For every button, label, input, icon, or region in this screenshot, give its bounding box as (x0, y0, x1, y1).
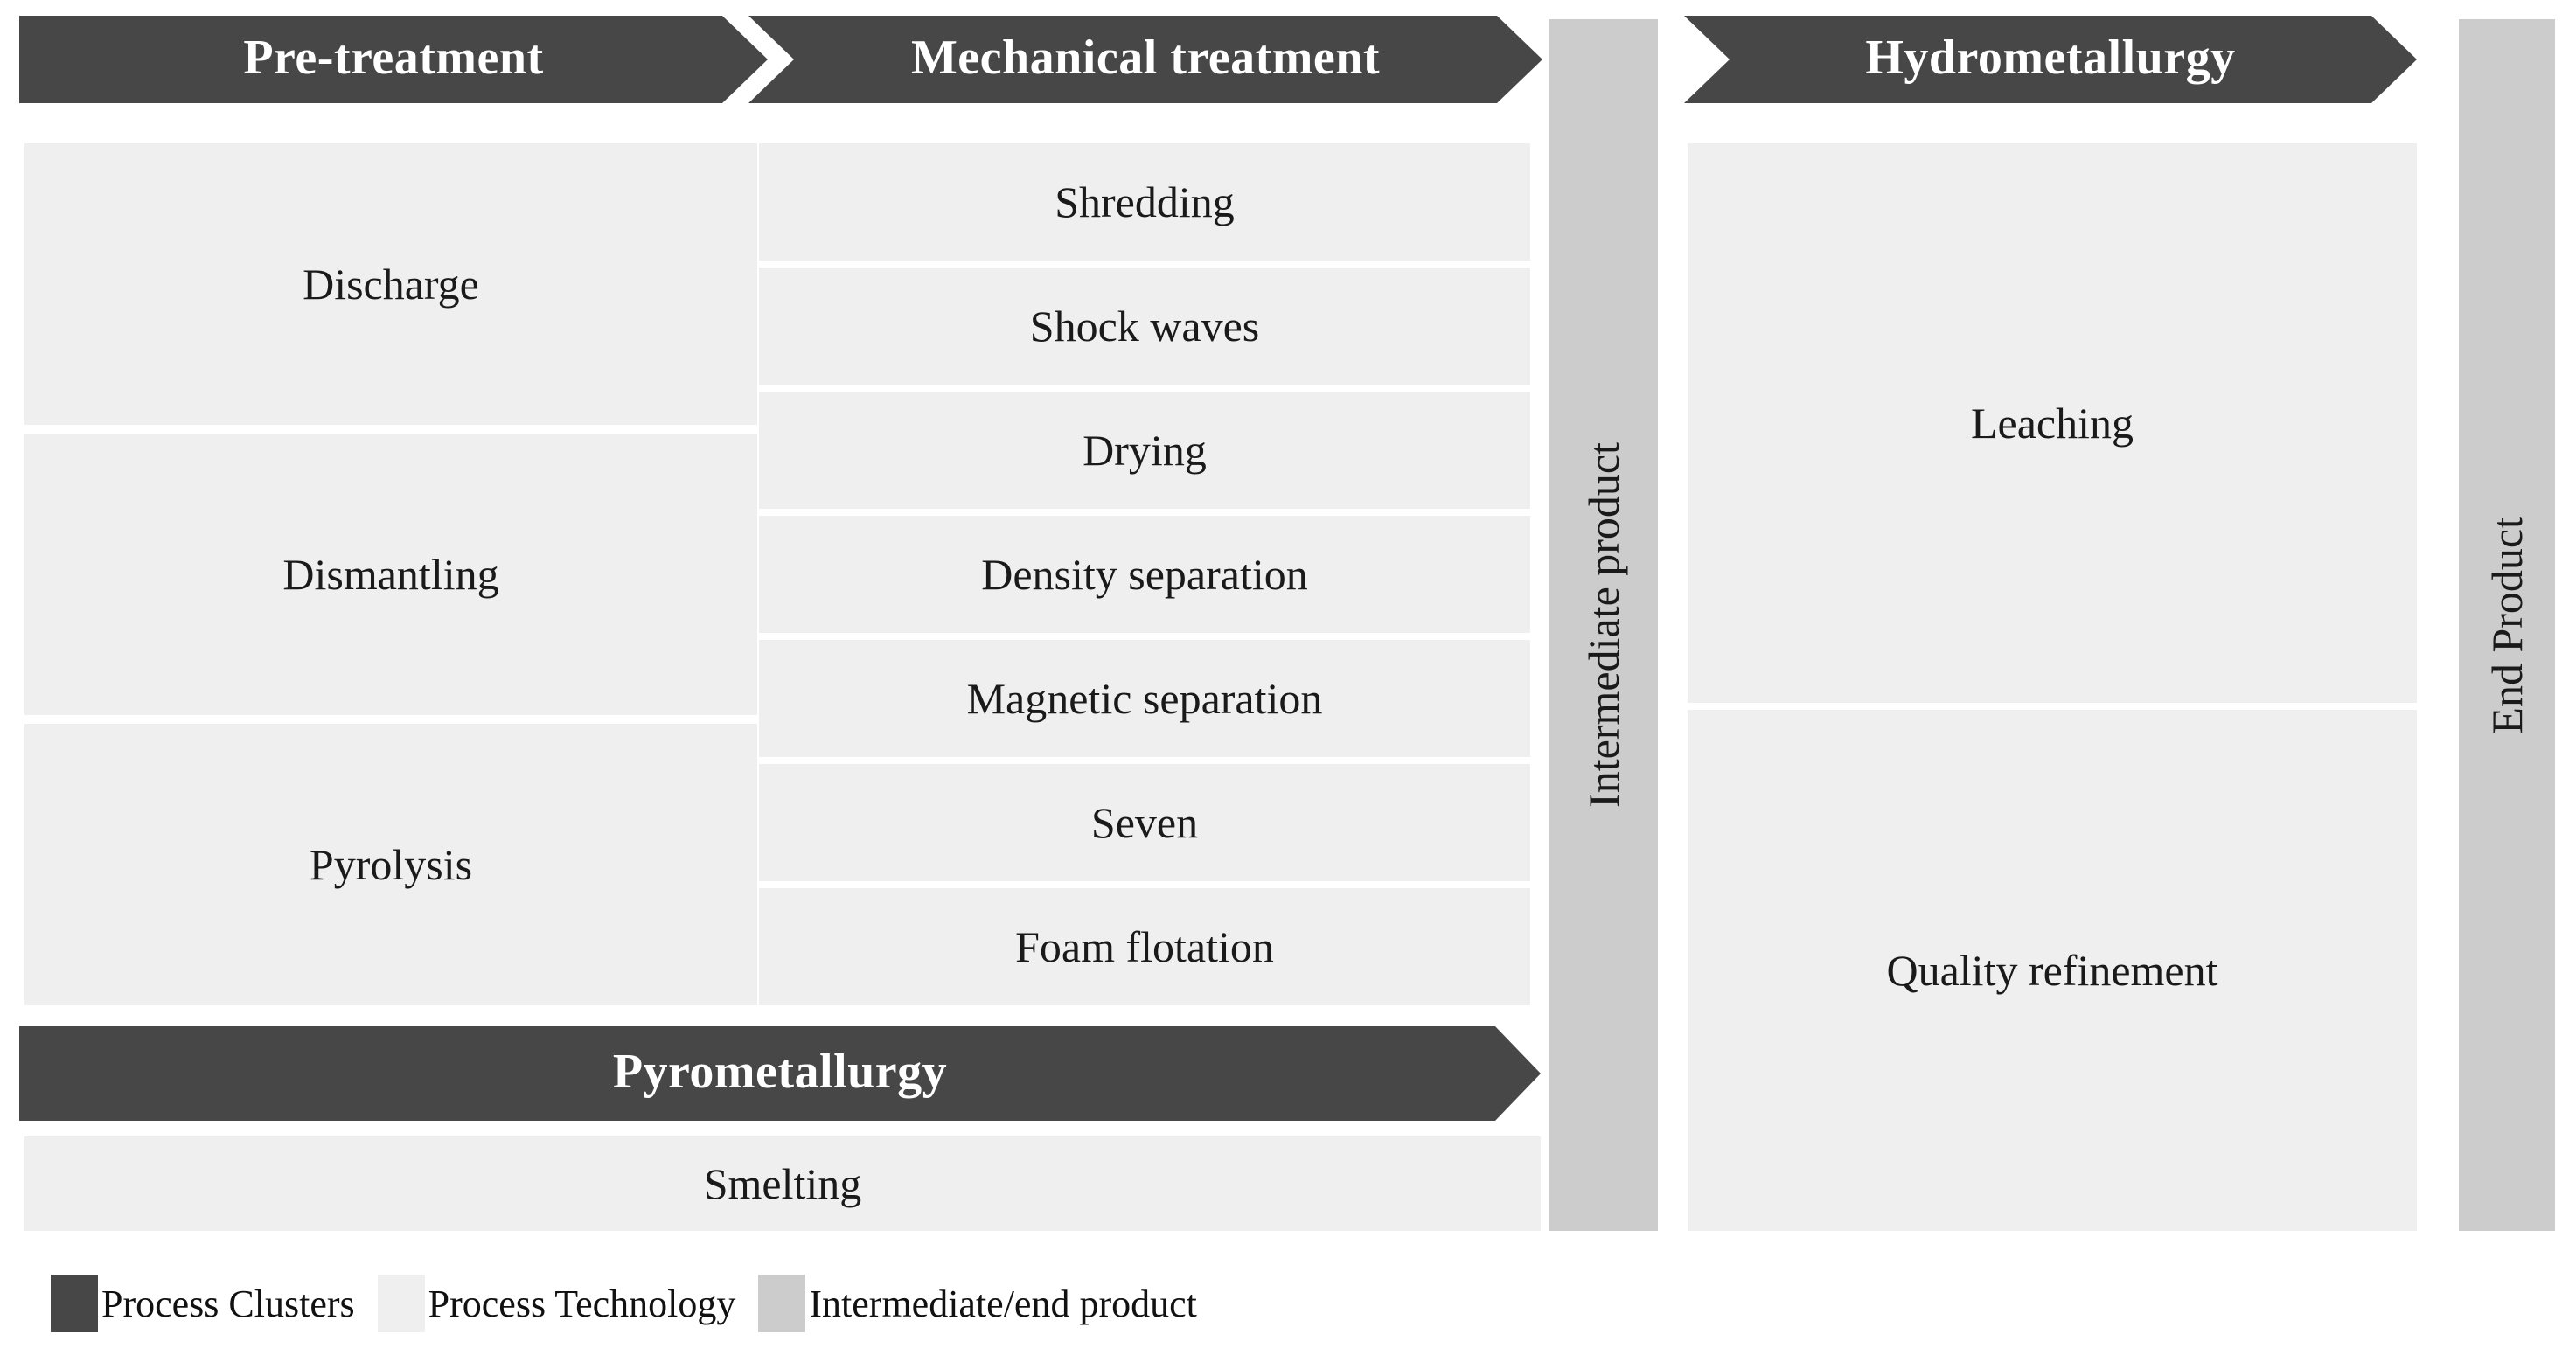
cluster-header-label: Pyrometallurgy (612, 1045, 948, 1099)
cluster-header-mechanical-treatment[interactable]: Mechanical treatment (748, 16, 1542, 103)
tech-box-seven[interactable]: Seven (759, 764, 1530, 881)
tech-box-label: Leaching (1970, 399, 2134, 448)
tech-box-density-separation[interactable]: Density separation (759, 516, 1530, 633)
tech-box-label: Pyrolysis (309, 840, 473, 889)
cluster-header-label: Mechanical treatment (910, 31, 1381, 85)
cluster-header-label: Hydrometallurgy (1865, 31, 2236, 85)
product-bar-label: Intermediate product (1579, 442, 1628, 808)
cluster-header-pyrometallurgy[interactable]: Pyrometallurgy (19, 1026, 1541, 1121)
cluster-header-label: Pre-treatment (243, 31, 544, 85)
cluster-header-hydrometallurgy[interactable]: Hydrometallurgy (1684, 16, 2417, 103)
legend-item-intermediate-end-product: Intermediate/end product (758, 1275, 1219, 1332)
tech-box-shock-waves[interactable]: Shock waves (759, 268, 1530, 385)
product-bar-label: End Product (2482, 516, 2531, 734)
legend-label: Process Technology (428, 1282, 736, 1325)
cluster-header-pre-treatment[interactable]: Pre-treatment (19, 16, 768, 103)
tech-box-label: Shredding (1055, 177, 1235, 226)
tech-box-dismantling[interactable]: Dismantling (24, 434, 757, 715)
legend-swatch-cluster-icon (51, 1275, 98, 1332)
tech-box-label: Quality refinement (1886, 946, 2218, 995)
tech-box-foam-flotation[interactable]: Foam flotation (759, 888, 1530, 1005)
product-bar-intermediate-product[interactable]: Intermediate product (1549, 19, 1658, 1231)
product-bar-end-product[interactable]: End Product (2459, 19, 2555, 1231)
legend-label: Intermediate/end product (809, 1282, 1197, 1325)
tech-box-label: Dismantling (282, 550, 499, 599)
tech-box-label: Smelting (703, 1159, 862, 1208)
tech-box-leaching[interactable]: Leaching (1688, 143, 2417, 703)
tech-box-label: Shock waves (1029, 302, 1260, 351)
tech-box-label: Discharge (303, 260, 479, 309)
legend-swatch-product-icon (758, 1275, 806, 1332)
tech-box-pyrolysis[interactable]: Pyrolysis (24, 724, 757, 1005)
legend-item-process-technology: Process Technology (377, 1275, 759, 1332)
tech-box-drying[interactable]: Drying (759, 392, 1530, 509)
tech-box-shredding[interactable]: Shredding (759, 143, 1530, 261)
tech-box-smelting[interactable]: Smelting (24, 1136, 1541, 1231)
tech-box-label: Magnetic separation (966, 674, 1323, 723)
legend: Process Clusters Process Technology Inte… (51, 1275, 1220, 1332)
tech-box-label: Density separation (981, 550, 1308, 599)
tech-box-label: Foam flotation (1015, 922, 1274, 971)
tech-box-magnetic-separation[interactable]: Magnetic separation (759, 640, 1530, 757)
tech-box-discharge[interactable]: Discharge (24, 143, 757, 425)
legend-item-process-clusters: Process Clusters (51, 1275, 378, 1332)
tech-box-label: Seven (1090, 798, 1199, 847)
legend-label: Process Clusters (101, 1282, 355, 1325)
tech-box-quality-refinement[interactable]: Quality refinement (1688, 710, 2417, 1231)
tech-box-label: Drying (1083, 426, 1207, 475)
legend-swatch-technology-icon (377, 1275, 425, 1332)
